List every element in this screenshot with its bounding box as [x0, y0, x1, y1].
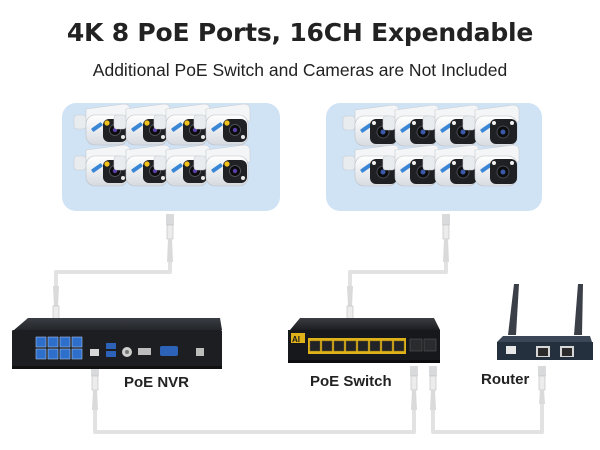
rj45-plug-camera-left — [166, 214, 174, 262]
switch-poe-port — [369, 340, 381, 352]
nvr-power-port — [196, 348, 204, 356]
switch-uplink-port — [423, 338, 437, 352]
switch-poe-port — [357, 340, 369, 352]
switch-label: PoE Switch — [310, 373, 392, 390]
nvr-poe-port — [71, 336, 83, 348]
page-subtitle: Additional PoE Switch and Cameras are No… — [92, 60, 508, 80]
cable-connectors — [52, 214, 546, 410]
switch-poe-port — [345, 340, 357, 352]
nvr-poe-port — [47, 336, 59, 348]
white-bullet-cameras — [73, 103, 251, 187]
black-camera — [462, 144, 520, 187]
white-camera — [193, 144, 251, 187]
ethernet-cables — [54, 260, 544, 434]
rj45-plug-camera-right — [442, 214, 450, 262]
router-antenna — [574, 284, 583, 335]
rj45-plug-nvr-bottom — [91, 366, 99, 410]
nvr-usb-port — [106, 351, 116, 357]
nvr-vga-port — [160, 346, 178, 356]
poe-switch-device: AI — [288, 318, 440, 363]
rj45-plug-switch-bottom-2 — [429, 366, 437, 410]
rj45-plug-switch-bottom-1 — [410, 366, 418, 410]
black-camera — [462, 104, 520, 147]
router-label: Router — [481, 371, 530, 388]
nvr-poe-port — [59, 336, 71, 348]
switch-poe-port — [333, 340, 345, 352]
nvr-poe-port — [47, 348, 59, 360]
nvr-poe-port — [35, 348, 47, 360]
switch-poe-port-strip — [308, 338, 406, 354]
nvr-usb-port — [106, 343, 116, 349]
svg-text:AI: AI — [292, 335, 300, 344]
router-antenna — [508, 284, 519, 335]
nvr-poe-port — [71, 348, 83, 360]
router-device — [497, 284, 593, 360]
nvr-sfp-port — [90, 349, 99, 356]
black-camera — [422, 144, 480, 187]
white-camera — [193, 103, 251, 146]
nvr-poe-port — [35, 336, 47, 348]
nvr-hdmi-port — [138, 348, 151, 355]
nvr-label: PoE NVR — [124, 374, 190, 391]
switch-poe-port — [393, 340, 405, 352]
switch-uplink-port — [409, 338, 423, 352]
switch-poe-port — [321, 340, 333, 352]
poe-nvr-device — [12, 318, 222, 369]
switch-poe-port — [381, 340, 393, 352]
switch-poe-ports — [309, 340, 405, 352]
nvr-poe-port — [59, 348, 71, 360]
page-title: 4K 8 PoE Ports, 16CH Expendable — [66, 18, 534, 47]
nvr-poe-ports — [35, 336, 83, 360]
black-bullet-cameras — [342, 104, 520, 187]
rj45-plug-router — [538, 366, 546, 404]
switch-poe-port — [309, 340, 321, 352]
